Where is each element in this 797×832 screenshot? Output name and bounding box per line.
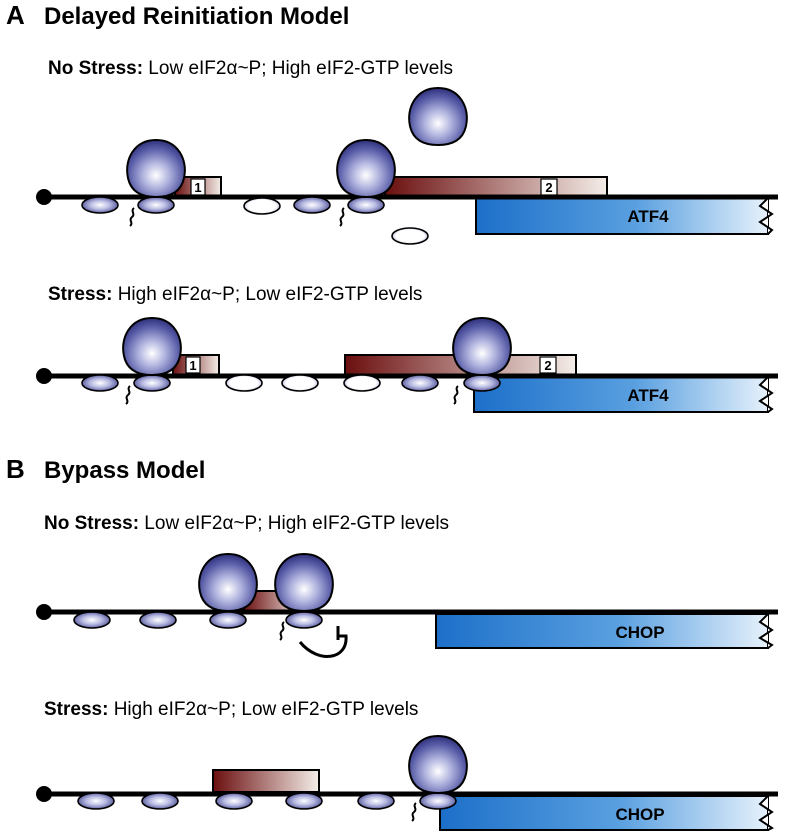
atf4-label: ATF4 [627, 386, 669, 405]
panel-a-title: Delayed Reinitiation Model [44, 3, 349, 30]
trna-icon [339, 207, 345, 227]
ribosome [408, 735, 468, 794]
trna-icon [411, 802, 417, 822]
panel-a-letter: A [6, 0, 25, 30]
trna-icon [125, 385, 131, 405]
mrna-cap [36, 604, 52, 620]
scanning-40s-subunit [243, 197, 281, 215]
scanning-40s-subunit [343, 374, 381, 392]
mrna-cap [36, 189, 52, 205]
released-ribosome [408, 87, 468, 146]
ribosome-40s-subunit [133, 374, 171, 392]
panel-b-no-stress-condition: No Stress: Low eIF2α~P; High eIF2-GTP le… [44, 513, 449, 534]
ribosome-40s-subunit [285, 611, 323, 629]
mrna-cap [36, 786, 52, 802]
panel-a-stress-schematic: ATF4 1 2 [36, 317, 778, 413]
mrna-break-mark [758, 613, 774, 649]
chop-label: CHOP [615, 623, 664, 642]
scanning-40s-subunit [81, 374, 119, 392]
atf4-orf-bar [473, 376, 769, 413]
ribosome [452, 317, 512, 376]
scanning-40s-subunit [139, 611, 177, 629]
atf4-orf-bar [475, 197, 769, 235]
panel-b-no-stress-schematic: CHOP [36, 553, 778, 658]
uorf1-number-box [185, 356, 201, 374]
panel-b-stress-schematic: CHOP [36, 735, 778, 831]
atf4-label: ATF4 [627, 207, 669, 226]
ribosome-40s-subunit [137, 196, 175, 214]
mrna-cap [36, 368, 52, 384]
panel-a-no-stress-condition: No Stress: Low eIF2α~P; High eIF2-GTP le… [48, 58, 453, 79]
mrna-break-mark [758, 376, 774, 413]
panel-b-stress-condition: Stress: High eIF2α~P; Low eIF2-GTP level… [44, 699, 418, 720]
scanning-40s-subunit [77, 792, 115, 810]
panel-a-stress-condition: Stress: High eIF2α~P; Low eIF2-GTP level… [48, 284, 422, 305]
chop-orf-bar [439, 795, 769, 831]
ribosome-40s-subunit [419, 792, 457, 810]
mrna-break-mark [758, 795, 774, 831]
scanning-40s-subunit [225, 374, 263, 392]
ribosome [126, 139, 186, 198]
scanning-40s-subunit [281, 374, 319, 392]
scanning-40s-subunit [215, 792, 253, 810]
uorf1-number: 1 [189, 358, 196, 373]
scanning-40s-subunit [401, 374, 439, 392]
uorf1-number: 1 [194, 180, 201, 195]
trna-icon [453, 385, 459, 405]
scanning-40s-subunit [141, 792, 179, 810]
ribosome-40s-subunit [347, 196, 385, 214]
mrna-break-mark [758, 197, 774, 235]
scanning-40s-subunit [73, 611, 111, 629]
trna-icon [279, 621, 285, 641]
uorf2-number: 2 [545, 180, 552, 195]
released-40s-subunit [391, 227, 429, 245]
panel-b-title: Bypass Model [44, 457, 205, 484]
ribosome [274, 553, 334, 612]
scanning-40s-subunit [285, 792, 323, 810]
ribosome [198, 553, 258, 612]
panel-a-no-stress-schematic: ATF4 1 2 [36, 87, 778, 245]
uorf2-bar [384, 176, 608, 198]
scanning-40s-subunit [357, 792, 395, 810]
chop-label: CHOP [615, 805, 664, 824]
uorf2-number: 2 [544, 358, 551, 373]
trna-icon [129, 207, 135, 227]
scanning-40s-subunit [293, 196, 331, 214]
uorf2-number-box [539, 356, 557, 374]
ribosome [336, 139, 396, 198]
stall-arrow-icon [298, 634, 348, 658]
ribosome [122, 317, 182, 376]
ribosome-40s-subunit [209, 611, 247, 629]
ribosome-40s-subunit [463, 374, 501, 392]
chop-orf-bar [435, 613, 769, 649]
panel-b-letter: B [6, 454, 25, 484]
uorf-bar [212, 769, 320, 793]
scanning-40s-subunit [81, 196, 119, 214]
